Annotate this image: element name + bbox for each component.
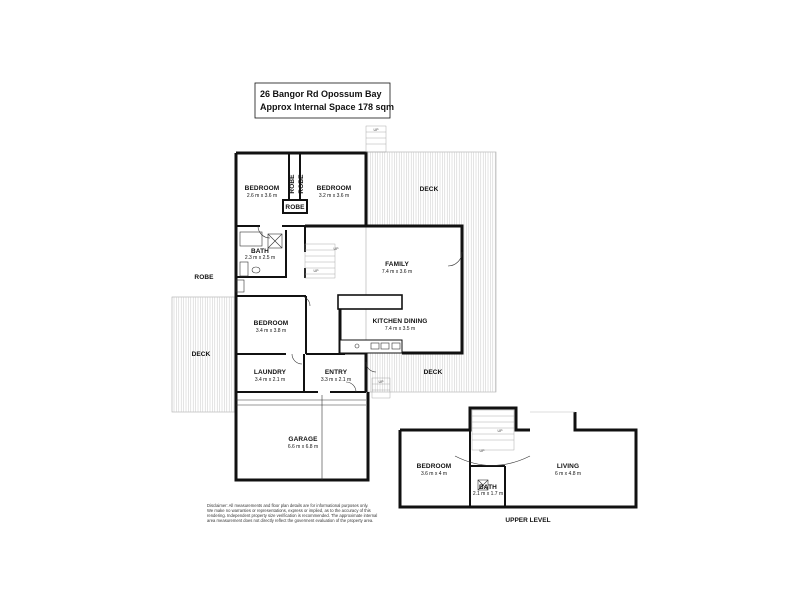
disclaimer: Disclaimer: All measurements and floor p…: [207, 503, 377, 523]
family-size: 7.4 m x 3.6 m: [382, 269, 412, 275]
upper-level-walls: [398, 406, 638, 509]
internal-space-text: Approx Internal Space 178 sqm: [260, 102, 394, 112]
upper-living-name: LIVING: [557, 463, 579, 470]
bedroom2-name: BEDROOM: [317, 185, 352, 192]
robe1-name: ROBE: [289, 174, 296, 194]
stair-up-label-upper2: UP: [480, 449, 486, 453]
garage-name: GARAGE: [288, 436, 318, 443]
bedroom3-name: BEDROOM: [254, 320, 289, 327]
upper-bedroom-name: BEDROOM: [417, 463, 452, 470]
stair-up-label-front: UP: [374, 128, 380, 132]
address-text: 26 Bangor Rd Opossum Bay: [260, 89, 382, 99]
entry-name: ENTRY: [325, 369, 348, 376]
stair-up-label-upper: UP: [498, 429, 504, 433]
kitchen-size: 7.4 m x 3.5 m: [385, 326, 415, 332]
robe2-name: ROBE: [298, 174, 305, 194]
disclaimer-line-2: We make no warranties or representations…: [207, 508, 371, 513]
upper-bath-size: 2.1 m x 1.7 m: [473, 491, 503, 497]
upper-level-label: UPPER LEVEL: [505, 517, 550, 524]
laundry-name: LAUNDRY: [254, 369, 287, 376]
upper-bedroom-size: 3.6 m x 4 m: [421, 471, 447, 477]
stair-up-label-family2: UP: [334, 247, 340, 251]
bedroom2-size: 3.2 m x 3.6 m: [319, 193, 349, 199]
bedroom3-size: 3.4 m x 3.8 m: [256, 328, 286, 334]
main-house-walls: [234, 125, 464, 482]
bath-size: 2.3 m x 2.5 m: [245, 255, 275, 261]
bedroom1-name: BEDROOM: [245, 185, 280, 192]
disclaimer-line-1: Disclaimer: All measurements and floor p…: [207, 503, 369, 508]
deck-left-name: DECK: [192, 351, 211, 358]
deck-left: [171, 296, 237, 413]
deck-bottom-name: DECK: [424, 369, 443, 376]
stair-up-markers: UP UP UP UP UP UP: [314, 128, 504, 453]
kitchen-name: KITCHEN DINING: [373, 318, 428, 325]
upper-bath-name: BATH: [479, 484, 497, 491]
robe3-name: ROBE: [285, 204, 305, 211]
disclaimer-line-4: area measurement does not directly refle…: [207, 518, 373, 523]
deck-top-name: DECK: [420, 186, 439, 193]
garage-size: 6.6 m x 6.8 m: [288, 444, 318, 450]
disclaimer-line-3: rendering. Independent property size ver…: [207, 513, 377, 518]
stair-up-label-entry: UP: [379, 380, 385, 384]
room-labels: BEDROOM 2.6 m x 3.6 m BEDROOM 3.2 m x 3.…: [192, 174, 581, 497]
upper-living-size: 6 m x 4.8 m: [555, 471, 581, 477]
family-name: FAMILY: [385, 261, 409, 268]
bedroom1-size: 2.6 m x 3.6 m: [247, 193, 277, 199]
header-box: 26 Bangor Rd Opossum Bay Approx Internal…: [254, 82, 394, 119]
stair-up-label-family: UP: [314, 269, 320, 273]
entry-size: 3.3 m x 2.1 m: [321, 377, 351, 383]
bath-name: BATH: [251, 248, 269, 255]
laundry-size: 3.4 m x 2.1 m: [255, 377, 285, 383]
robe-outside-name: ROBE: [194, 274, 214, 281]
